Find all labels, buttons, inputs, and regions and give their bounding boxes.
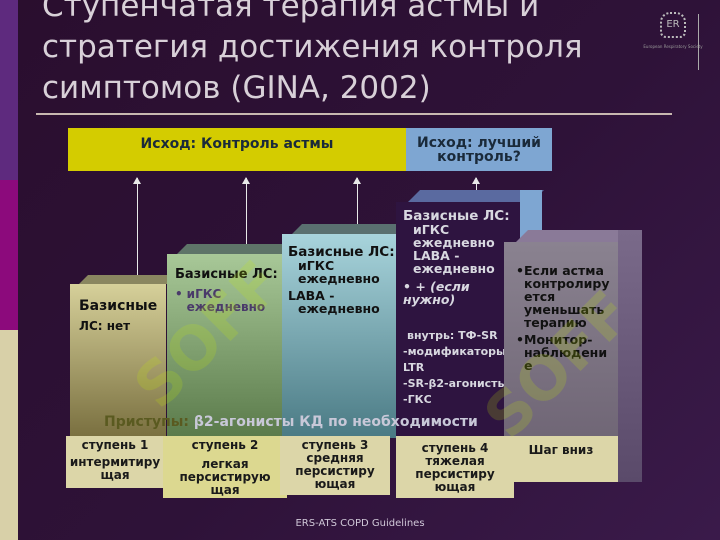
- bullet-text: иГКС ежедневно: [186, 287, 266, 314]
- arrow-up: [242, 177, 250, 248]
- step-text: интермитиру: [69, 455, 161, 469]
- side-stripe-magenta: [0, 180, 18, 330]
- step-text: щая: [210, 483, 240, 497]
- column-text: LABA -: [288, 288, 335, 303]
- side-stripe-purple: [0, 0, 18, 180]
- step3-column: Базисные ЛС: иГКС ежедневно LABA - ежедн…: [282, 224, 416, 438]
- step4-column: Базисные ЛС: иГКС ежедневно LABA - ежедн…: [396, 190, 544, 438]
- column-heading: Базисные ЛС:: [288, 244, 395, 260]
- arrow-up: [133, 177, 141, 278]
- ers-logo: ER European Respiratory Society: [640, 12, 706, 70]
- logo-text: European Respiratory Society: [643, 44, 703, 49]
- column-text: -ГКС: [403, 393, 432, 406]
- column-text: внутрь: ТФ-SR: [407, 329, 498, 342]
- arrow-up: [353, 177, 361, 228]
- column-text: ежедневно: [298, 301, 380, 316]
- outcome-control-bar: Исход: Контроль астмы: [68, 128, 406, 171]
- step2-column: Базисные ЛС: •иГКС ежедневно: [167, 244, 303, 438]
- column-heading: Базисные: [79, 298, 158, 314]
- bullet-text: Если астма контролиру ется уменьшать тер…: [524, 263, 610, 330]
- bullet-item: •иГКС ежедневно: [175, 287, 266, 314]
- title-line: стратегия достижения контроля: [42, 29, 583, 65]
- column-text: -SR-β2-агонисты: [403, 377, 508, 390]
- step-1: ступень 1 интермитиру щая: [66, 436, 164, 488]
- step-text: тяжелая: [425, 454, 485, 468]
- slide-title: Ступенчатая терапия астмы и стратегия до…: [42, 0, 583, 109]
- step-label: ступень 1: [81, 438, 149, 452]
- step-text: легкая: [201, 457, 249, 471]
- step-text: персистирую: [179, 470, 271, 484]
- step-4: ступень 4 тяжелая персистиру ющая: [396, 436, 514, 498]
- step-2: ступень 2 легкая персистирую щая: [163, 436, 287, 498]
- title-underline: [36, 113, 672, 115]
- title-line: симптомов (GINA, 2002): [42, 70, 431, 106]
- step-label: ступень 3: [301, 438, 369, 452]
- bullet-text: Монитор-наблюдени е: [524, 332, 608, 373]
- outcome-better-bar: Исход: лучший контроль?: [406, 128, 552, 171]
- step-label: Шаг вниз: [528, 443, 594, 457]
- column-side: [618, 230, 642, 482]
- column-text: ЛС: нет: [79, 319, 131, 333]
- step-3: ступень 3 средняя персистиру ющая: [280, 436, 390, 495]
- lungs-icon: ER: [660, 12, 686, 38]
- step-text: ющая: [434, 480, 476, 494]
- step-label: ступень 4: [421, 441, 489, 455]
- attacks-label: Приступы:: [104, 414, 190, 430]
- step-text: средняя: [306, 451, 364, 465]
- step-text: щая: [100, 468, 130, 482]
- column-text: иГКС: [413, 222, 450, 237]
- column-heading: Базисные ЛС:: [403, 208, 510, 224]
- bullet-item: •Если астма контролиру ется уменьшать те…: [516, 263, 618, 330]
- outcome-better-text: Исход: лучший: [417, 134, 541, 151]
- column-heading: Базисные ЛС:: [175, 267, 278, 282]
- column-text: LABA -: [413, 248, 460, 263]
- arrow-up: [472, 177, 480, 196]
- outcome-control-text: Исход: Контроль астмы: [140, 135, 334, 152]
- logo-divider: [698, 14, 699, 70]
- step-label: ступень 2: [191, 438, 259, 452]
- step-text: персистиру: [295, 464, 375, 478]
- column-text: иГКС: [298, 258, 335, 273]
- title-line: Ступенчатая терапия астмы и: [42, 0, 540, 24]
- step1-column: Базисные ЛС: нет: [70, 275, 184, 436]
- step-text: персистиру: [415, 467, 495, 481]
- column-text: ежедневно: [413, 261, 495, 276]
- step-down: Шаг вниз: [504, 436, 618, 482]
- column-text: ежедневно: [413, 235, 495, 250]
- bullet-text: + (если нужно): [403, 279, 470, 307]
- outcome-better-text: контроль?: [437, 148, 521, 165]
- side-stripe-beige: [0, 330, 18, 540]
- footer: ERS-ATS COPD Guidelines: [295, 518, 425, 529]
- attacks-row: Приступы: β2-агонисты КД по необходимост…: [104, 414, 478, 430]
- column-text: -модификаторы LTR: [403, 345, 506, 374]
- bullet-item: • + (если нужно): [403, 279, 470, 307]
- step-text: ющая: [314, 477, 356, 491]
- bullet-item: •Монитор-наблюдени е: [516, 332, 618, 373]
- attacks-text: β2-агонисты КД по необходимости: [193, 414, 478, 430]
- column-text: ежедневно: [298, 271, 380, 286]
